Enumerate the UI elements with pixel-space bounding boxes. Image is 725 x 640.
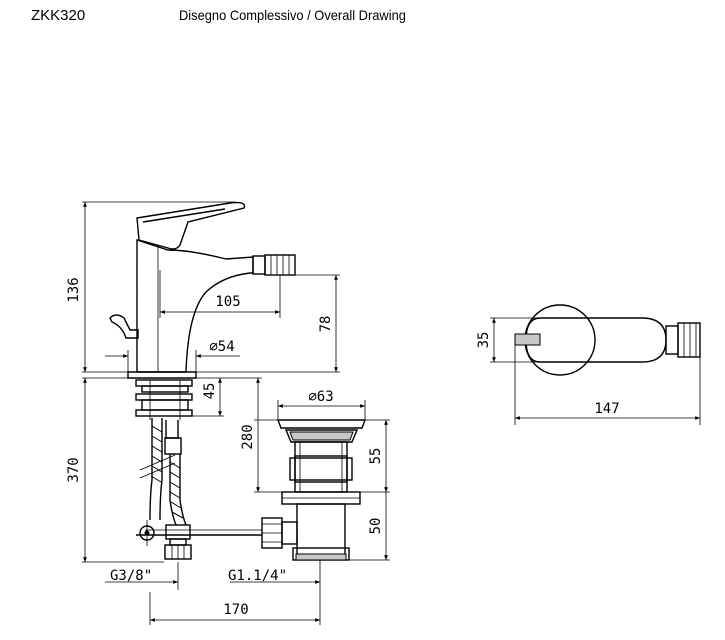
dim-370: 370 — [66, 457, 82, 482]
dim-147: 147 — [594, 401, 619, 417]
dim-105: 105 — [215, 294, 240, 310]
dim-280: 280 — [240, 424, 256, 449]
dim-50: 50 — [368, 518, 384, 535]
dim-136: 136 — [66, 277, 82, 302]
dim-diameter-54: ⌀54 — [209, 339, 234, 355]
waste-front-view — [261, 419, 367, 561]
thread-g3-8: G3/8" — [110, 568, 152, 584]
dim-170: 170 — [223, 602, 248, 618]
dimension-lines — [82, 201, 701, 625]
dim-diameter-63: ⌀63 — [308, 389, 333, 405]
thread-g1-1-4: G1.1/4" — [228, 568, 287, 584]
dim-45: 45 — [202, 383, 218, 400]
dim-55: 55 — [368, 448, 384, 465]
drawing-title: Disegno Complessivo / Overall Drawing — [179, 7, 406, 23]
top-view — [514, 304, 701, 376]
product-code: ZKK320 — [31, 7, 86, 24]
mixer-front-view — [82, 201, 296, 560]
dim-35: 35 — [476, 332, 492, 349]
dim-78: 78 — [318, 316, 334, 333]
